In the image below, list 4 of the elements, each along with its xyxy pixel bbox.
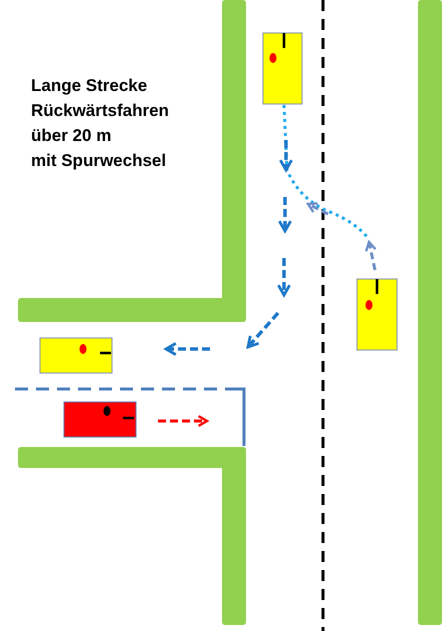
task-text: über 20 m xyxy=(31,125,112,147)
task-text: Lange Strecke xyxy=(31,75,148,97)
task-text: mit Spurwechsel xyxy=(31,150,168,172)
task-text: Rückwärtsfahren xyxy=(31,100,169,122)
